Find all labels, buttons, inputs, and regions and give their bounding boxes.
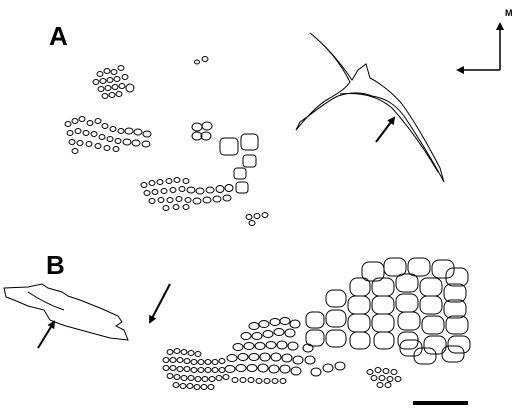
- arrow-icon: [149, 283, 171, 324]
- arrow-icon: [37, 320, 56, 349]
- specimen-outline-b: [3, 283, 129, 341]
- panel-label-a: A: [49, 21, 68, 51]
- cell-cluster-b-small: [162, 348, 402, 390]
- orientation-compass-icon: [456, 22, 504, 74]
- cell-cluster-a-upper: [92, 65, 135, 99]
- cell-cluster-b-large: [305, 257, 471, 365]
- arrow-icon: [375, 116, 396, 143]
- cell-cluster-a-middle: [64, 116, 152, 154]
- cell-cluster-a-small: [194, 56, 209, 65]
- specimen-inner-line-a: [339, 93, 439, 173]
- cell-cluster-b-medium: [224, 317, 346, 377]
- orientation-label: M: [505, 8, 513, 18]
- cell-cluster-a-lower: [140, 121, 269, 226]
- specimen-outline-a: [295, 32, 445, 183]
- panel-label-b: B: [46, 250, 65, 280]
- specimen-inner-line-b: [27, 291, 65, 311]
